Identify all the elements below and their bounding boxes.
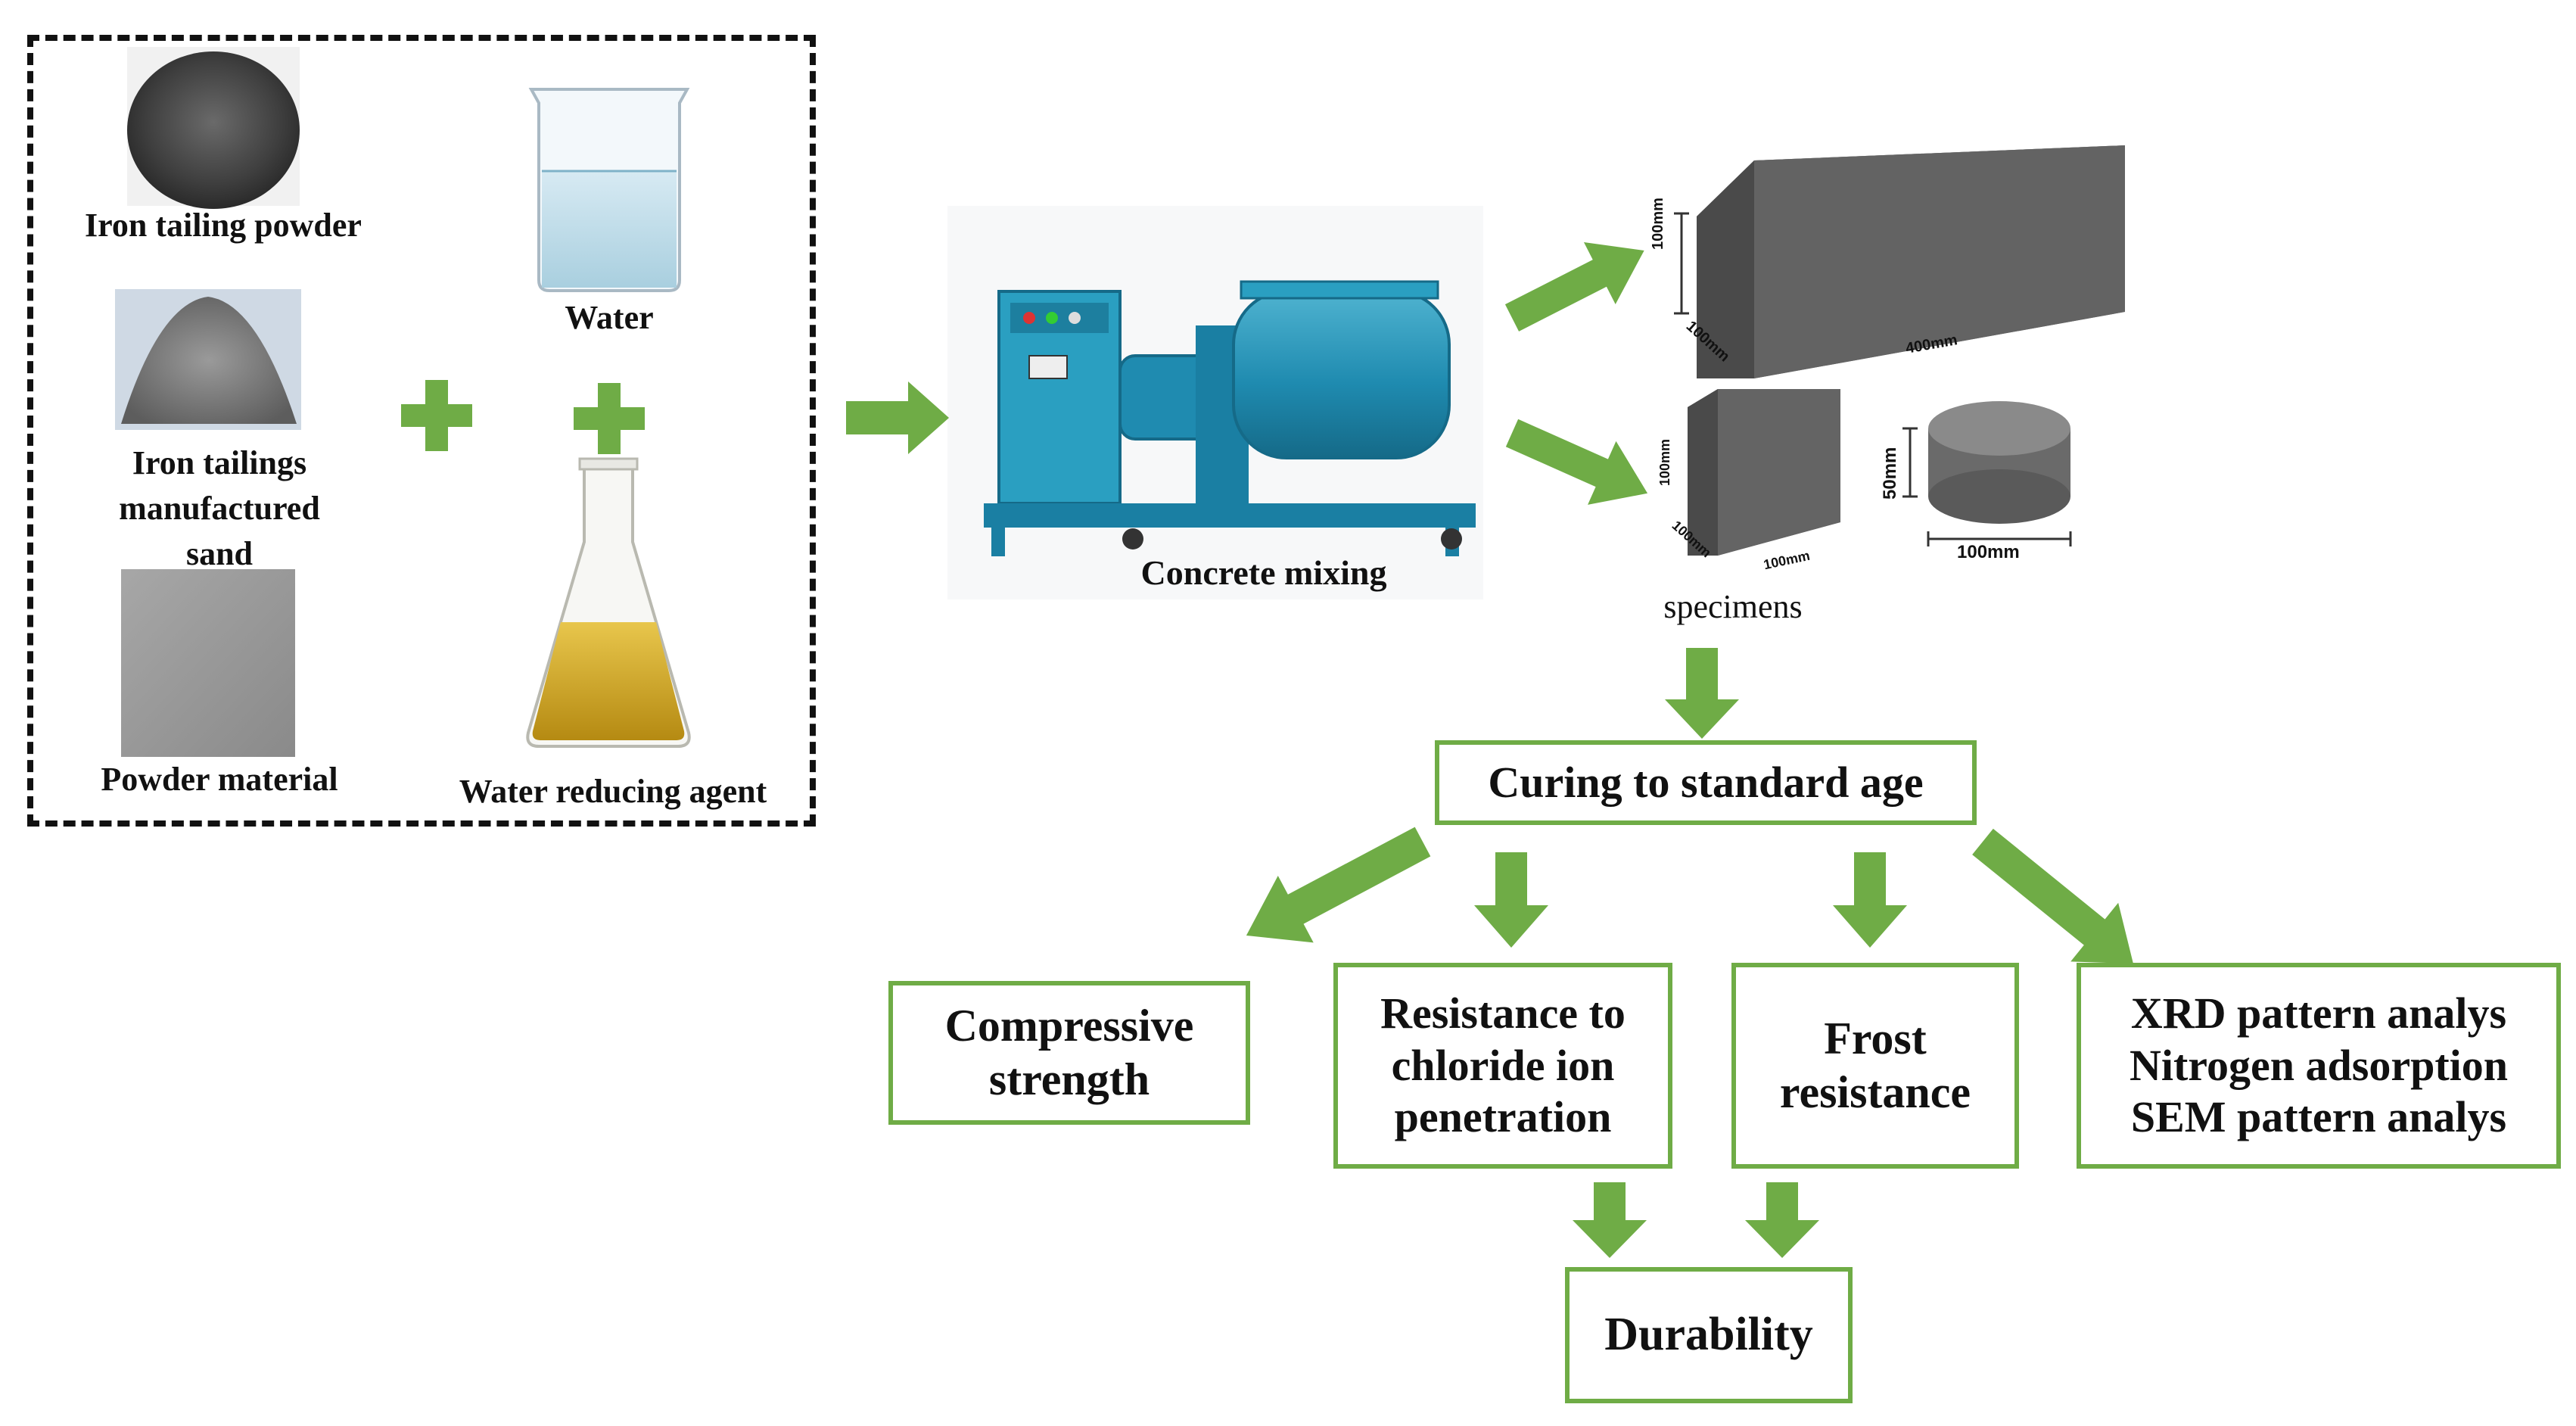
specimens-label: specimens [1663,588,1803,625]
frost-resistance-box: Frost resistance [1731,963,2019,1169]
arrow-to-prism [1504,241,1644,332]
arrow-to-frost [1833,852,1907,948]
arrow-chloride-to-durability [1573,1182,1647,1258]
arrow-to-mixing [846,381,949,454]
iron-tailing-powder-label: Iron tailing powder [85,207,362,244]
arrow-to-compressive [1246,827,1431,943]
powder-material-label: Powder material [101,761,338,798]
microstructure-analysis-label: XRD pattern analys Nitrogen adsorption S… [2129,989,2509,1142]
cylinder-specimen-image [1902,401,2072,546]
prism-height-label: 100mm [1650,198,1666,250]
durability-box: Durability [1565,1267,1853,1403]
cylinder-diameter-label: 100mm [1957,542,2020,562]
arrow-frost-to-durability [1745,1182,1819,1258]
ingredients-frame [27,35,816,827]
cube-height-label: 100mm [1657,438,1672,486]
arrow-to-chloride [1474,852,1548,948]
plus-icon [574,383,645,454]
concrete-mixing-label: Concrete mixing [1140,553,1387,592]
microstructure-analysis-box: XRD pattern analys Nitrogen adsorption S… [2077,963,2561,1169]
water-beaker-image [528,88,690,292]
water-label: Water [565,299,654,336]
chloride-resistance-label: Resistance to chloride ion penetration [1380,989,1626,1142]
chloride-resistance-box: Resistance to chloride ion penetration [1333,963,1672,1169]
curing-label: Curing to standard age [1488,757,1924,807]
compressive-strength-label: Compressive strength [944,1001,1194,1104]
iron-tailing-powder-image [127,47,300,209]
water-reducing-agent-flask-image [526,457,691,748]
arrow-to-analysis [1972,828,2133,964]
arrow-to-curing [1665,648,1739,739]
plus-icon [401,380,472,451]
frost-resistance-label: Frost resistance [1779,1013,1971,1117]
curing-box: Curing to standard age [1435,740,1977,825]
iron-tailings-sand-label: Iron tailings manufactured sand [119,444,320,572]
compressive-strength-box: Compressive strength [888,981,1250,1125]
concrete-mixer-image [947,206,1483,599]
iron-tailings-sand-image [115,289,301,430]
powder-material-image [121,569,295,757]
cube-specimen-image [1688,389,1840,556]
durability-label: Durability [1604,1309,1813,1361]
water-reducing-agent-label: Water reducing agent [459,773,767,810]
cylinder-height-label: 50mm [1880,447,1900,500]
arrow-to-cube [1505,419,1648,505]
prism-specimen-image [1674,145,2125,378]
